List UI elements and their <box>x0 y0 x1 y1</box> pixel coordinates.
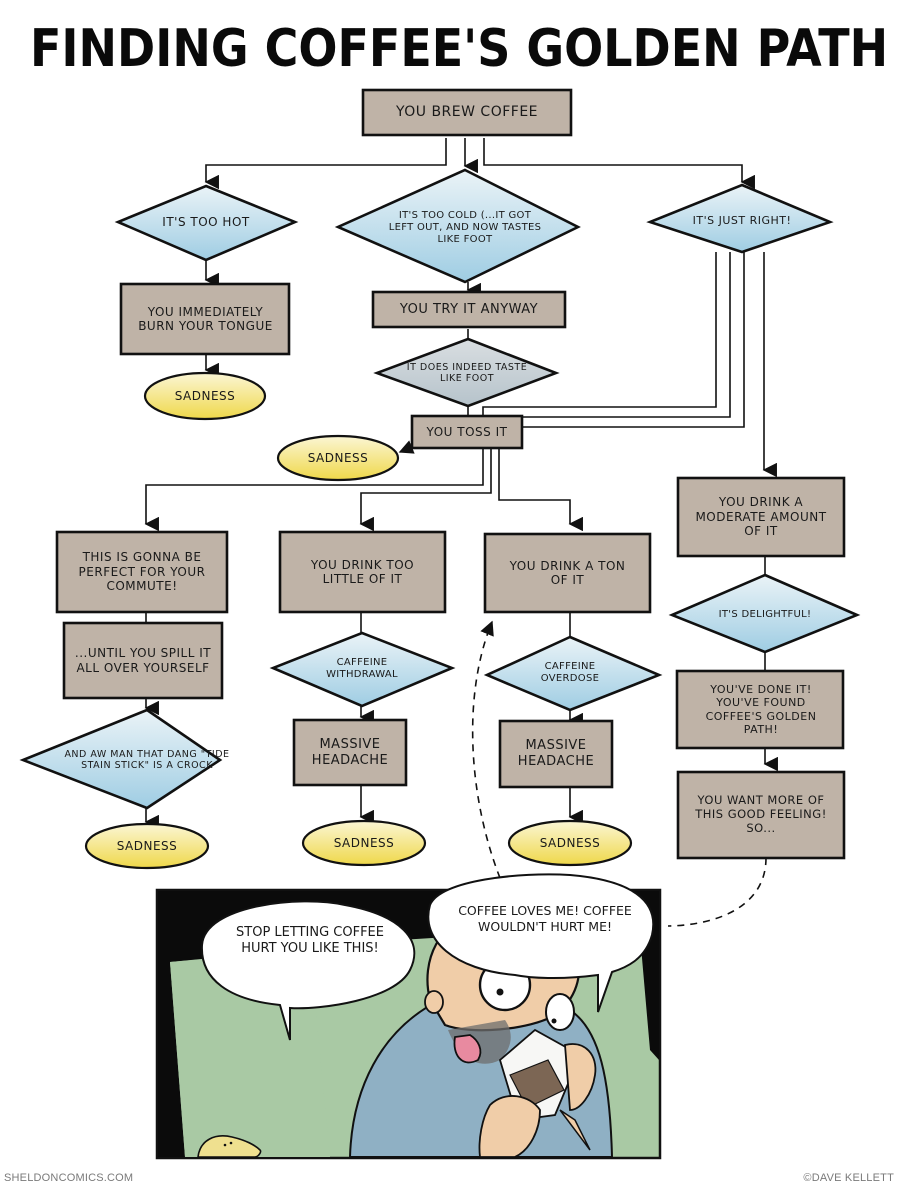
speech-right-text: Coffee loves me! Coffee wouldn't hurt me… <box>458 903 632 934</box>
withdrawal-label: Caffeine withdrawal <box>326 657 398 680</box>
box-spill <box>62 621 224 700</box>
spill-label: ...until you spill it all over yourself <box>74 646 212 675</box>
golden-path-label: You've done it! You've found coffee's go… <box>705 683 817 736</box>
toss-it-label: You toss it <box>426 424 508 439</box>
moderate-label: You drink a moderate amount of it <box>695 495 827 539</box>
terminal-sadness-commute <box>84 822 210 870</box>
box-want-more <box>676 770 846 860</box>
character-mouth <box>453 1034 482 1064</box>
delightful-label: It's delightful! <box>718 609 812 620</box>
decision-too-cold <box>334 168 581 284</box>
comic-panel <box>155 873 662 1160</box>
try-anyway-label: You try it anyway <box>399 301 539 317</box>
box-moderate <box>676 476 846 558</box>
want-more-label: You want more of this good feeling! So..… <box>695 793 827 835</box>
stain-stick-label: And aw man that dang "Tide stain stick" … <box>64 748 230 771</box>
box-a-ton <box>483 532 652 614</box>
too-little-label: You drink too little of it <box>310 557 415 586</box>
speech-bubble-left <box>200 900 416 1041</box>
small-character <box>197 1135 262 1158</box>
connector-just-right <box>483 138 755 190</box>
footer-credit: ©DAVE KELLETT <box>803 1172 894 1184</box>
connector-too-little <box>359 252 731 532</box>
decision-just-right-label: It's just right! <box>692 214 792 228</box>
terminal-sadness-cold <box>276 434 400 482</box>
tastes-like-foot-label: It does indeed taste like foot <box>406 361 528 384</box>
a-ton-label: You drink a ton of it <box>509 558 626 587</box>
burn-tongue-label: You immediately burn your tongue <box>138 304 273 333</box>
overdose-label: Caffeine overdose <box>540 661 600 684</box>
sadness-label: Sadness <box>174 388 236 403</box>
commute-label: This is gonna be perfect for your commut… <box>78 550 206 594</box>
terminal-sadness-hot <box>143 371 267 421</box>
decision-tastes-like-foot <box>373 337 560 408</box>
terminal-sadness-too-little <box>301 819 427 867</box>
box-golden-path <box>675 669 845 750</box>
connector-a-ton <box>498 252 745 532</box>
connector-hot <box>204 138 447 190</box>
decision-delightful <box>668 573 861 654</box>
box-burn-tongue <box>119 282 291 356</box>
box-commute <box>55 530 229 614</box>
connector <box>398 440 415 454</box>
decision-too-hot <box>114 184 299 262</box>
sadness-label: Sadness <box>539 835 601 850</box>
headache-label: Massive headache <box>311 736 389 768</box>
sadness-label: Sadness <box>116 838 178 853</box>
sadness-label: Sadness <box>333 835 395 850</box>
decision-too-hot-label: It's too hot <box>162 214 250 229</box>
box-too-little <box>278 530 447 614</box>
decision-overdose <box>483 635 663 712</box>
box-try-anyway <box>371 290 567 329</box>
character-hand <box>478 1095 541 1158</box>
dashed-loop-right <box>667 857 767 927</box>
box-headache-2 <box>498 719 614 789</box>
sadness-label: Sadness <box>307 450 369 465</box>
terminal-sadness-a-ton <box>507 819 633 867</box>
decision-just-right <box>646 183 834 254</box>
footer-site[interactable]: SHELDONCOMICS.COM <box>4 1172 134 1184</box>
decision-stain-stick <box>19 708 223 810</box>
start-label: You brew coffee <box>395 104 539 121</box>
decision-withdrawal <box>269 631 456 708</box>
box-start <box>361 88 573 137</box>
decision-too-cold-label: It's too cold (...it got left out, and n… <box>388 210 542 245</box>
box-toss-it <box>410 414 524 450</box>
box-headache-1 <box>292 718 408 787</box>
comic-title: Finding Coffee's Golden Path <box>30 18 889 79</box>
speech-left-text: Stop letting coffee hurt you like this! <box>236 925 384 957</box>
speech-bubble-right <box>427 873 655 1013</box>
headache-label: Massive headache <box>517 738 595 769</box>
